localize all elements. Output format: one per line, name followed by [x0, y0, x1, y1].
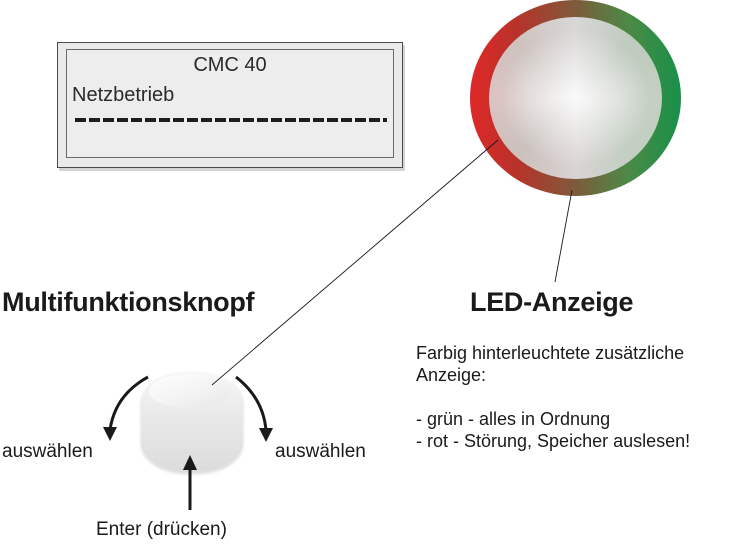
led-heading: LED-Anzeige	[470, 287, 634, 317]
leader-line-led-to-label	[554, 189, 573, 283]
led-description: Farbig hinterleuchtete zusätzliche Anzei…	[416, 342, 690, 452]
lcd-title: CMC 40	[193, 54, 267, 76]
led-description-line: - grün - alles in Ordnung	[416, 409, 611, 429]
led-description-line: Farbig hinterleuchtete zusätzliche	[416, 343, 685, 363]
lcd-dash-line	[75, 118, 387, 122]
lcd-screen: CMC 40 Netzbetrieb	[66, 49, 394, 158]
lcd-display: CMC 40 Netzbetrieb	[57, 42, 403, 168]
led-lens	[489, 17, 662, 179]
press-arrowhead	[183, 455, 197, 470]
leader-line-knob-to-led	[211, 139, 499, 386]
rotate-left-arrow	[108, 375, 149, 431]
lcd-mode-text: Netzbetrieb	[72, 84, 175, 106]
knob-top-face	[149, 374, 231, 408]
rotate-right-label: auswählen	[275, 441, 366, 462]
rotate-right-arrow	[235, 375, 268, 431]
led-description-line: - rot - Störung, Speicher auslesen!	[416, 431, 691, 451]
rotate-left-label: auswählen	[2, 441, 93, 462]
rotate-left-arrowhead	[103, 427, 117, 441]
press-label: Enter (drücken)	[96, 519, 227, 540]
led-description-line: Anzeige:	[416, 365, 487, 385]
rotate-right-arrowhead	[259, 428, 273, 442]
knob-heading: Multifunktionsknopf	[2, 287, 255, 317]
